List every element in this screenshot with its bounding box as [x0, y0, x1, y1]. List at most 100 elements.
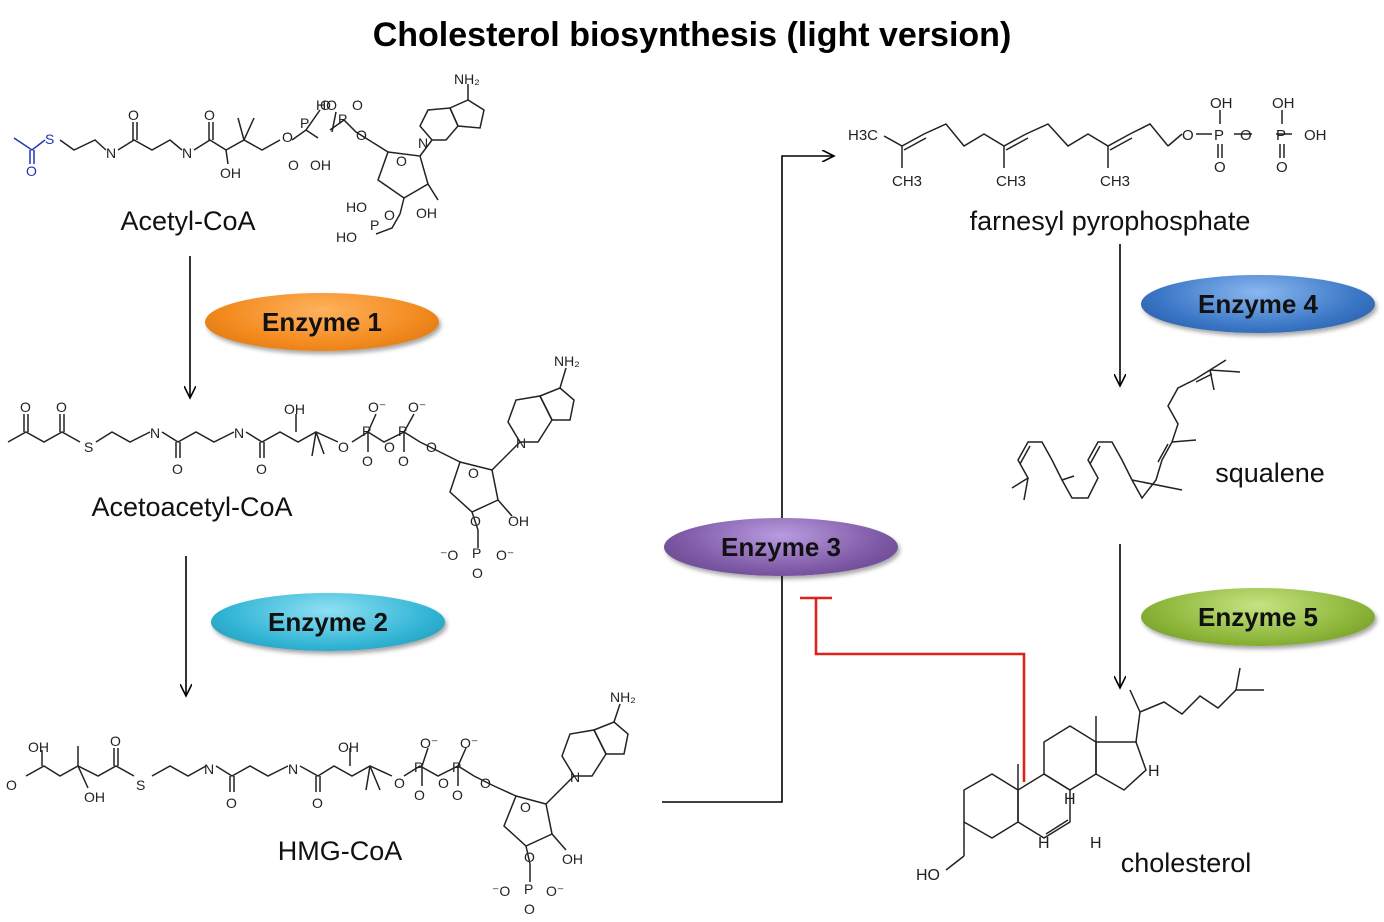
atom-label: NH₂ — [610, 689, 636, 705]
enzyme-3-oval: Enzyme 3 — [664, 518, 898, 576]
atom-label: N — [516, 435, 526, 451]
atom-label: O — [204, 107, 215, 123]
arrow-hmg-to-farnesyl — [662, 156, 834, 803]
atom-label: H — [1038, 835, 1050, 852]
atom-label: OH — [1272, 95, 1295, 112]
atom-label: O — [110, 733, 121, 749]
atom-label: OH — [416, 205, 437, 221]
atom-label: OH — [508, 513, 529, 529]
inhibition-line-cholesterol-enzyme3 — [800, 596, 1026, 782]
acetoacetyl-coa-atoms: O O S N O N O OH O P O⁻ O O P O⁻ O O O N… — [20, 353, 580, 581]
enzyme-3-label: Enzyme 3 — [721, 531, 841, 562]
enzyme-5-label: Enzyme 5 — [1198, 601, 1318, 632]
atom-label: O — [426, 439, 437, 455]
atom-label: O⁻ — [460, 735, 478, 751]
atom-label: NH₂ — [554, 353, 580, 369]
atom-label: P — [452, 759, 461, 775]
cholesterol-label: cholesterol — [1121, 848, 1252, 878]
atom-label: OH — [220, 165, 241, 181]
atom-label: OH — [310, 157, 331, 173]
acetyl-coa-structure — [13, 84, 485, 235]
atom-label: P — [370, 217, 379, 233]
atom-label: P — [362, 423, 371, 439]
hmg-coa-atoms: OH O OH O S N O N O OH O P O⁻ O O P O⁻ O… — [6, 689, 636, 917]
acetyl-coa-label: Acetyl-CoA — [120, 206, 255, 236]
atom-label: P — [300, 115, 309, 131]
atom-label: O — [6, 777, 17, 793]
cholesterol-atoms: HO H H H H — [916, 763, 1160, 884]
atom-label: O — [394, 775, 405, 791]
atom-label: O — [1214, 159, 1226, 176]
atom-label: O — [288, 157, 299, 173]
atom-label: ⁻O — [440, 547, 458, 563]
atom-label: N — [234, 425, 244, 441]
hmg-coa-structure — [25, 703, 629, 882]
farnesyl-pp-label: farnesyl pyrophosphate — [970, 206, 1251, 236]
atom-label: N — [106, 145, 116, 161]
atom-label: O — [1276, 159, 1288, 176]
atom-label: N — [418, 135, 428, 151]
atom-label: O — [520, 799, 531, 815]
atom-label: P — [524, 881, 533, 897]
atom-label: O — [1240, 127, 1252, 144]
atom-label: O — [524, 849, 535, 865]
atom-label: O⁻ — [368, 399, 386, 415]
atom-label: P — [414, 759, 423, 775]
atom-label: HO — [346, 199, 367, 215]
atom-label: OH — [338, 739, 359, 755]
hmg-coa-label: HMG-CoA — [278, 836, 403, 866]
enzyme-4-label: Enzyme 4 — [1198, 288, 1318, 319]
atom-label: O — [472, 565, 483, 581]
atom-label: NH₂ — [454, 71, 480, 87]
atom-label: HO — [916, 867, 940, 884]
farnesyl-pp-atoms: H3C CH3 CH3 CH3 O P OH O O P OH O OH — [848, 95, 1327, 190]
page-title: Cholesterol biosynthesis (light version) — [372, 16, 1012, 54]
atom-label: O — [438, 775, 449, 791]
atom-label: OH — [284, 401, 305, 417]
atom-label: CH3 — [892, 173, 922, 190]
atom-label: O — [362, 453, 373, 469]
atom-label: N — [570, 769, 580, 785]
atom-label: O — [26, 163, 37, 179]
atom-label: O — [414, 787, 425, 803]
atom-label: O — [320, 97, 331, 113]
atom-label: ⁻O — [492, 883, 510, 899]
atom-label: OH — [1210, 95, 1233, 112]
atom-label: N — [150, 425, 160, 441]
enzyme-5-oval: Enzyme 5 — [1141, 588, 1375, 646]
atom-label: P — [1276, 127, 1286, 144]
atom-label: HO — [316, 97, 337, 113]
acetoacetyl-coa-label: Acetoacetyl-CoA — [91, 492, 292, 522]
atom-label: O — [356, 127, 367, 143]
atom-label: O — [384, 439, 395, 455]
atom-label: S — [45, 131, 54, 147]
atom-label: O — [398, 453, 409, 469]
atom-label: P — [398, 423, 407, 439]
atom-label: O — [470, 513, 481, 529]
acetoacetyl-coa-structure — [7, 367, 575, 548]
atom-label: O — [384, 207, 395, 223]
enzyme-2-label: Enzyme 2 — [268, 606, 388, 637]
atom-label: O — [312, 795, 323, 811]
atom-label: O⁻ — [496, 547, 514, 563]
atom-label: S — [84, 439, 93, 455]
atom-label: O — [282, 129, 293, 145]
atom-label: P — [472, 545, 481, 561]
atom-label: H3C — [848, 127, 878, 144]
atom-label: O — [256, 461, 267, 477]
squalene-label: squalene — [1215, 458, 1325, 488]
atom-label: S — [136, 777, 145, 793]
atom-label: O — [452, 787, 463, 803]
atom-label: O⁻ — [546, 883, 564, 899]
atom-label: CH3 — [996, 173, 1026, 190]
atom-label: O — [226, 795, 237, 811]
squalene-structure — [1011, 359, 1241, 501]
atom-label: N — [182, 145, 192, 161]
atom-label: O⁻ — [408, 399, 426, 415]
atom-label: H — [1064, 791, 1076, 808]
farnesyl-pp-structure — [883, 110, 1292, 168]
atom-label: OH — [562, 851, 583, 867]
cholesterol-structure — [945, 667, 1264, 871]
atom-label: H — [1090, 835, 1102, 852]
